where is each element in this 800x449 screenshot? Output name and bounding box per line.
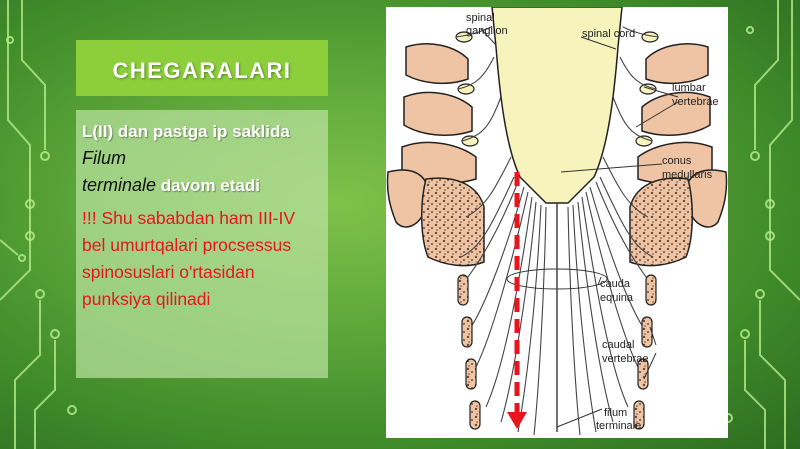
slide-title: CHEGARALARI <box>112 58 292 83</box>
label-terminale: terminale <box>596 420 641 432</box>
caudal-vertebrae <box>457 274 657 430</box>
red-arrow-head <box>507 412 527 429</box>
label-conus: conus <box>662 155 692 167</box>
para1-italic-2: terminale <box>82 175 157 195</box>
label-spinal: spinal <box>466 12 495 24</box>
label-medullaris: medullaris <box>662 169 713 181</box>
spinal-cord <box>491 7 623 204</box>
label-filum: filum <box>604 407 627 419</box>
text-box: L(II) dan pastga ip saklida Filum termina… <box>76 110 328 378</box>
para1-text-2: davom etadi <box>160 176 260 195</box>
spine-figure: spinal ganglion spinal cord lumbar verte… <box>386 7 728 438</box>
label-leaders <box>480 28 679 428</box>
para1-text-1: L(II) dan pastga ip saklida <box>82 122 290 141</box>
label-ganglion: ganglion <box>466 25 508 37</box>
paragraph-filum: L(II) dan pastga ip saklida Filum termina… <box>82 118 322 199</box>
lumbar-vertebrae <box>386 43 728 267</box>
label-spinal-cord: spinal cord <box>582 28 635 40</box>
label-caudal-vertebrae: vertebrae <box>602 353 648 365</box>
spine-diagram: spinal ganglion spinal cord lumbar verte… <box>386 7 728 436</box>
spinal-nerves <box>455 26 659 436</box>
label-equina: equina <box>600 292 634 304</box>
paragraph-puncture: !!! Shu sababdan ham III-IV bel umurtqal… <box>82 208 296 309</box>
label-lumbar: lumbar <box>672 82 706 94</box>
title-box: CHEGARALARI <box>76 40 328 96</box>
para1-italic-1: Filum <box>82 148 126 168</box>
label-cauda: cauda <box>600 278 631 290</box>
label-lumbar-vertebrae: vertebrae <box>672 96 718 108</box>
label-caudal: caudal <box>602 339 634 351</box>
